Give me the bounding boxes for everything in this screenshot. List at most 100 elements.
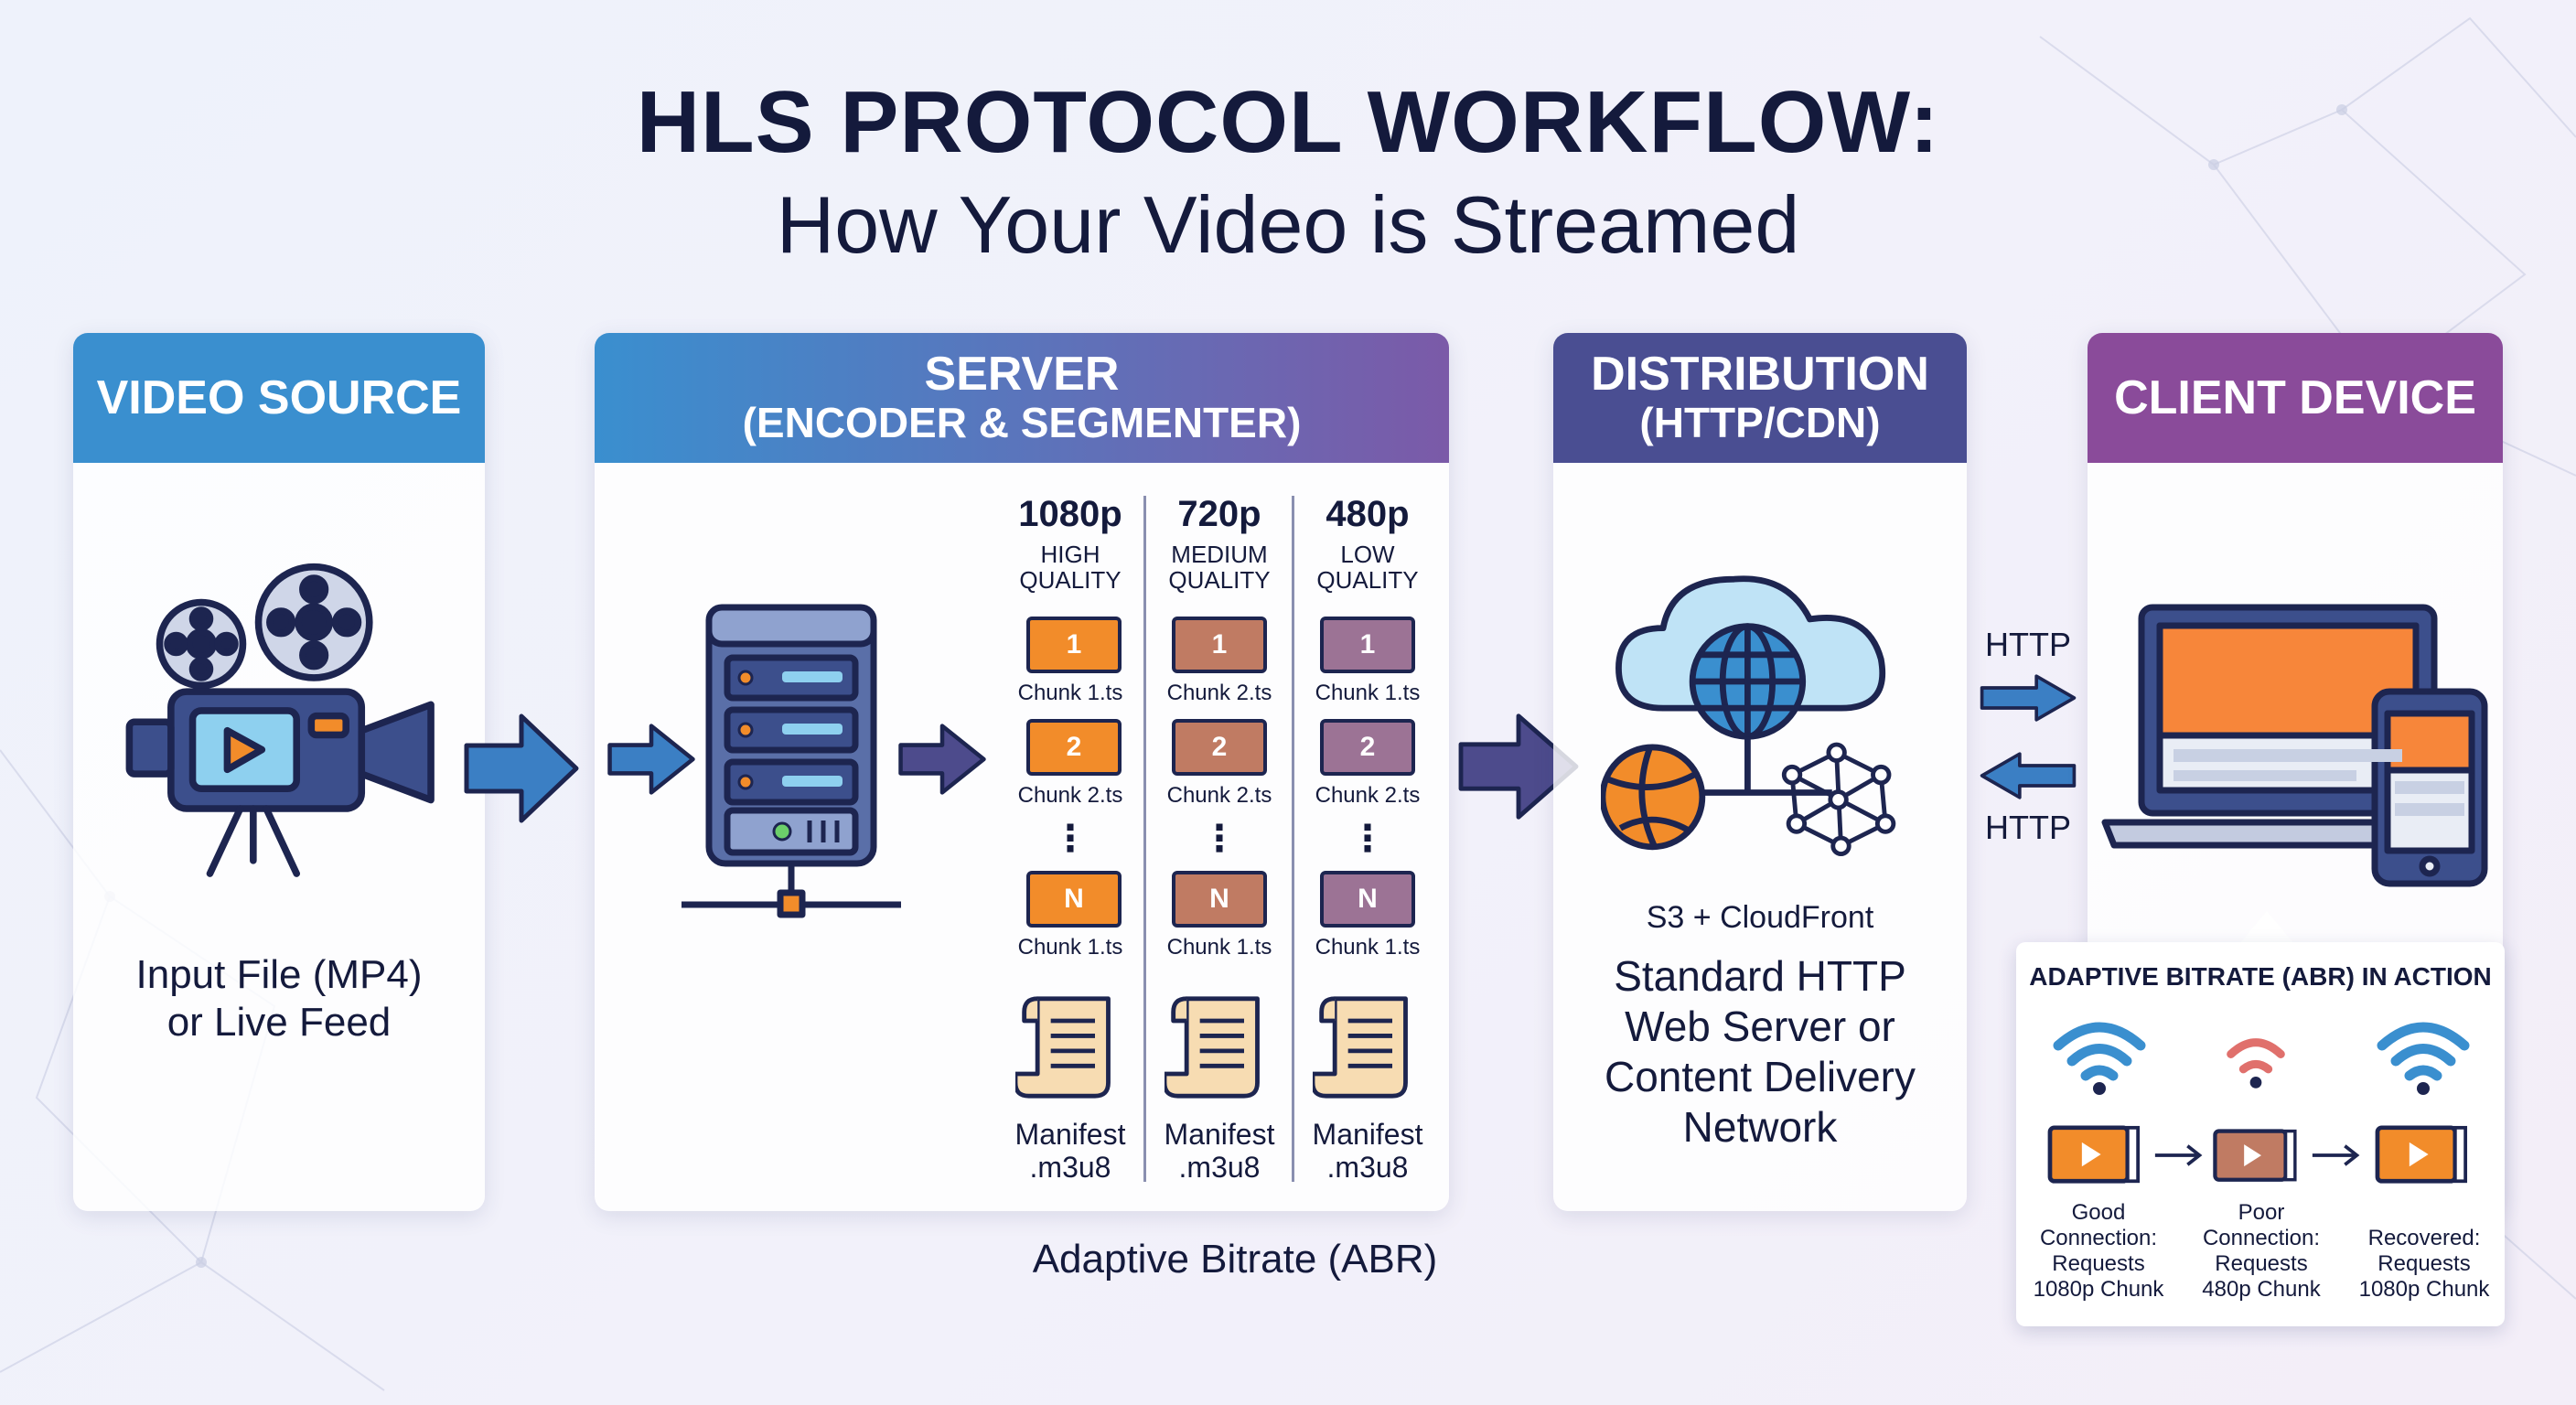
abr-step-line-4: 1080p Chunk [2033,1277,2164,1302]
video-source-caption-line-1: Input File (MP4) [135,952,423,997]
chunk-label: Chunk 2.ts [1315,783,1421,808]
resolution-label: 1080p [1018,494,1122,534]
arrow-source-to-server [464,713,579,823]
chunk-tile: N [1026,871,1122,928]
resolution-label: 720p [1177,494,1261,534]
manifest-line-2: .m3u8 [1178,1151,1261,1184]
http-response-arrow [1980,752,2077,799]
distribution-desc-line-1: Standard HTTP [1614,952,1906,1000]
rendition-column-1080p: 1080p HIGH QUALITY 1 Chunk 1.ts 2 Chunk … [997,333,1143,1211]
quality-label: LOW QUALITY [1294,542,1441,593]
distribution-panel: DISTRIBUTION (HTTP/CDN) S3 + CloudFront [1553,333,1967,1211]
arrow-server-to-chunks [898,724,986,795]
abr-step-recovered: Recovered: Requests 1080p Chunk [2351,1226,2497,1303]
manifest-scroll-icon [1015,996,1111,1099]
chunk-tile: 1 [1172,617,1267,673]
abr-step-line-2: Connection: [2202,1226,2321,1250]
column-divider [1292,496,1294,1182]
resolution-label: 480p [1326,494,1410,534]
video-chunk-1080p-icon [2375,1125,2468,1184]
abr-step-line-4: 480p Chunk [2202,1277,2321,1302]
manifest-label: Manifest .m3u8 [1294,1118,1441,1184]
chunk-label: Chunk 1.ts [1017,681,1123,705]
video-source-title: VIDEO SOURCE [96,371,462,424]
distribution-title: DISTRIBUTION [1591,348,1929,401]
chunk-tile: N [1172,871,1267,928]
cdn-service-label: S3 + CloudFront [1646,900,1874,935]
chunk-tile: 2 [1320,719,1415,776]
manifest-line-2: .m3u8 [1029,1151,1111,1184]
quality-line-1: LOW [1340,541,1395,568]
manifest-label: Manifest .m3u8 [997,1118,1143,1184]
arrow-server-to-distribution [1458,713,1579,820]
abr-step-line-2: Recovered: [2367,1226,2481,1250]
abr-step-line-1: Poor [2238,1200,2285,1225]
video-chunk-1080p-icon [2047,1125,2141,1184]
abr-step-line-2: Connection: [2039,1226,2158,1250]
chunk-number: 2 [1066,732,1082,762]
server-subtitle: (ENCODER & SEGMENTER) [742,399,1302,446]
ellipsis-dots: ⋮ [1349,819,1386,859]
abr-in-action-box: ADAPTIVE BITRATE (ABR) IN ACTION [2016,942,2505,1326]
server-rack-icon [682,604,901,918]
quality-label: HIGH QUALITY [997,542,1143,593]
chunk-number: 1 [1066,629,1082,660]
distribution-description: Standard HTTP Web Server or Content Deli… [1553,951,1967,1153]
title-line-2: How Your Video is Streamed [776,179,1800,270]
video-chunk-480p-icon [2213,1129,2297,1182]
distribution-desc-line-3: Content Delivery [1604,1053,1916,1100]
chunk-tile: 2 [1026,719,1122,776]
quality-line-2: QUALITY [1316,566,1419,594]
server-header: SERVER (ENCODER & SEGMENTER) [595,333,1449,463]
manifest-line-1: Manifest [1014,1118,1126,1151]
quality-line-1: HIGH [1040,541,1100,568]
cloud-cdn-icon [1601,575,1896,857]
quality-label: MEDIUM QUALITY [1146,542,1293,593]
manifest-line-2: .m3u8 [1326,1151,1409,1184]
server-title: SERVER [924,348,1120,401]
abr-callout-pointer [2239,911,2294,944]
http-request-label: HTTP [1985,626,2071,663]
quality-line-2: QUALITY [1019,566,1122,594]
abr-box-title: ADAPTIVE BITRATE (ABR) IN ACTION [2029,962,2492,991]
arrow-right-icon [2154,1144,2203,1166]
abr-step-line-1: Good [2071,1200,2126,1225]
chunk-label: Chunk 1.ts [1166,935,1272,960]
video-source-caption: Input File (MP4) or Live Feed [73,951,485,1046]
chunk-label: Chunk 2.ts [1166,681,1272,705]
laptop-and-tablet-icon [2101,604,2488,887]
arrow-into-server [607,724,695,795]
client-device-title: CLIENT DEVICE [2114,371,2476,424]
chunk-number: N [1209,884,1229,914]
title-line-1: HLS PROTOCOL WORKFLOW: [636,73,1940,171]
video-source-panel: VIDEO SOURCE Input File (MP4) or Live Fe… [73,333,485,1211]
manifest-scroll-icon [1313,996,1408,1099]
client-device-header: CLIENT DEVICE [2088,333,2503,463]
video-source-caption-line-2: or Live Feed [166,1000,392,1045]
http-request-arrow [1980,674,2077,722]
distribution-header: DISTRIBUTION (HTTP/CDN) [1553,333,1967,463]
chunk-tile: 2 [1172,719,1267,776]
server-panel: SERVER (ENCODER & SEGMENTER) 1 [595,333,1449,1211]
chunk-label: Chunk 1.ts [1315,681,1421,705]
page-title: HLS PROTOCOL WORKFLOW: How Your Video is… [0,71,2576,276]
wifi-weak-icon [2227,1038,2285,1089]
chunk-label: Chunk 2.ts [1166,783,1272,808]
chunk-label: Chunk 1.ts [1315,935,1421,960]
manifest-scroll-icon [1165,996,1260,1099]
chunk-tile: N [1320,871,1415,928]
distribution-subtitle: (HTTP/CDN) [1639,399,1881,446]
rendition-column-480p: 480p LOW QUALITY 1 Chunk 1.ts 2 Chunk 2.… [1294,333,1441,1211]
column-divider [1143,496,1146,1182]
wifi-strong-icon [2053,1022,2146,1095]
chunk-number: N [1064,884,1084,914]
abr-step-line-3: Requests [2215,1251,2308,1276]
abr-step-poor: Poor Connection: Requests 480p Chunk [2188,1200,2334,1303]
video-source-header: VIDEO SOURCE [73,333,485,463]
http-response-label: HTTP [1985,809,2071,846]
chunk-number: 1 [1211,629,1228,660]
wifi-strong-icon [2377,1022,2470,1095]
abr-step-line-3: Requests [2052,1251,2145,1276]
abr-step-good: Good Connection: Requests 1080p Chunk [2025,1200,2172,1303]
chunk-number: 2 [1211,732,1228,762]
